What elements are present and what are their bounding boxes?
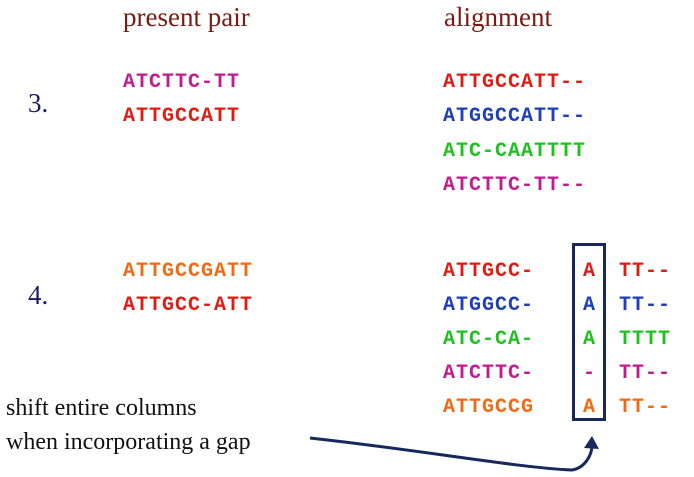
step3-align-seq-3: ATC-CAATTTT — [443, 140, 587, 163]
step4-align-seq-4-left: ATCTTC- — [443, 362, 535, 385]
step3-pair-seq-2: ATTGCCATT — [123, 105, 241, 128]
step4-align-seq-5-mid: A — [583, 396, 597, 419]
step3-align-seq-2: ATGGCCATT-- — [443, 105, 587, 128]
step-3-number: 3. — [28, 88, 49, 118]
step4-align-seq-5-left: ATTGCCG — [443, 396, 535, 419]
step4-align-seq-3-left: ATC-CA- — [443, 328, 535, 351]
step4-pair-seq-1: ATTGCCGATT — [123, 260, 254, 283]
arrow-curve — [309, 436, 594, 472]
step4-align-seq-4-mid: - — [583, 362, 597, 385]
step3-align-seq-4: ATCTTC-TT-- — [443, 174, 587, 197]
step4-pair-seq-2: ATTGCC-ATT — [123, 294, 254, 317]
step3-align-seq-1: ATTGCCATT-- — [443, 71, 587, 94]
step4-align-seq-1-right: TT-- — [619, 260, 672, 283]
step4-align-seq-5-right: TT-- — [619, 396, 672, 419]
step4-align-seq-2-mid: A — [583, 294, 597, 317]
step4-align-seq-3-right: TTTT — [619, 328, 672, 351]
alignment-header: alignment — [444, 2, 552, 32]
present-pair-header: present pair — [123, 2, 250, 32]
step3-pair-seq-1: ATCTTC-TT — [123, 71, 241, 94]
note-line-1: shift entire columns — [6, 395, 197, 421]
step4-align-seq-4-right: TT-- — [619, 362, 672, 385]
step4-align-seq-3-mid: A — [583, 328, 597, 351]
note-line-2: when incorporating a gap — [6, 429, 251, 455]
step-4-number: 4. — [28, 280, 49, 310]
arrow-head — [584, 436, 599, 449]
step4-align-seq-1-left: ATTGCC- — [443, 260, 535, 283]
step4-align-seq-2-left: ATGGCC- — [443, 294, 535, 317]
step4-align-seq-1-mid: A — [583, 260, 597, 283]
shifted-column-box — [572, 243, 606, 421]
step4-align-seq-2-right: TT-- — [619, 294, 672, 317]
